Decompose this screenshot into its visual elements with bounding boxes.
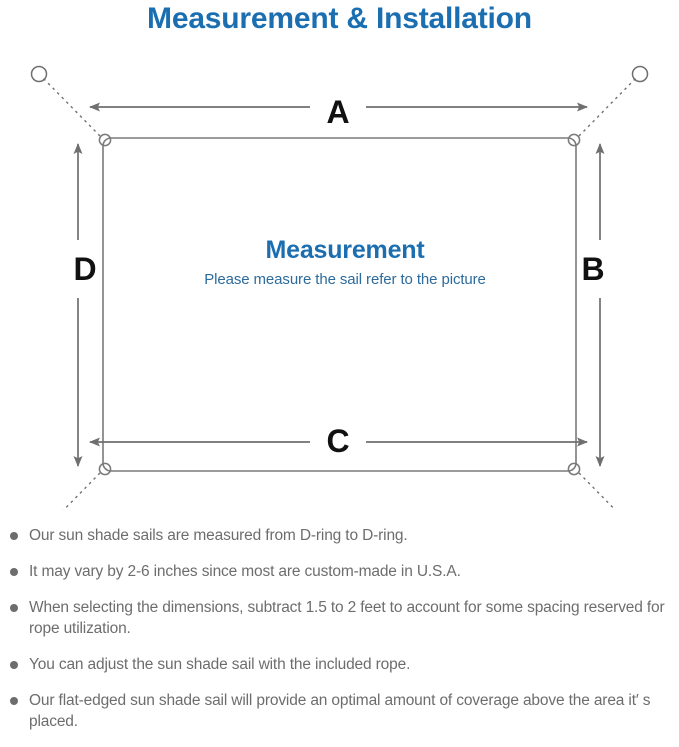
- rope-bottom-right: [578, 472, 617, 510]
- rope-lines: [41, 76, 638, 510]
- notes-list: Our sun shade sails are measured from D-…: [0, 525, 679, 747]
- sail-rectangle: [102, 137, 577, 472]
- anchor-point-top-right: [631, 65, 649, 83]
- dimension-label-c: C: [326, 423, 350, 459]
- d-ring-bottom-left: [98, 462, 112, 476]
- measurement-caption: Measurement Please measure the sail refe…: [120, 235, 570, 289]
- list-item-text: Our flat-edged sun shade sail will provi…: [29, 692, 651, 730]
- list-item-text: Our sun shade sails are measured from D-…: [29, 527, 408, 544]
- diagram-canvas: [30, 65, 649, 510]
- list-item: You can adjust the sun shade sail with t…: [0, 654, 679, 675]
- bullet-icon: [10, 532, 18, 540]
- dimension-label-b: B: [581, 251, 605, 287]
- rope-bottom-left: [62, 472, 101, 510]
- bullet-icon: [10, 604, 18, 612]
- bullet-icon: [10, 568, 18, 576]
- list-item-text: When selecting the dimensions, subtract …: [29, 599, 665, 637]
- list-item: When selecting the dimensions, subtract …: [0, 597, 679, 639]
- measurement-diagram: A B C D Measurement Please measure the s…: [0, 50, 679, 510]
- dimension-label-d: D: [73, 251, 97, 287]
- list-item-text: You can adjust the sun shade sail with t…: [29, 656, 411, 673]
- rope-top-right: [578, 76, 638, 137]
- measurement-caption-title: Measurement: [265, 236, 425, 264]
- d-ring-bottom-right: [567, 462, 581, 476]
- bullet-icon: [10, 661, 18, 669]
- bullet-icon: [10, 697, 18, 705]
- d-ring-top-left: [98, 133, 112, 147]
- list-item: It may vary by 2-6 inches since most are…: [0, 561, 679, 582]
- anchor-point-top-left: [30, 65, 48, 83]
- anchor-points: [30, 65, 649, 83]
- list-item: Our sun shade sails are measured from D-…: [0, 525, 679, 546]
- rope-top-left: [41, 76, 101, 137]
- dimension-label-a: A: [326, 94, 350, 130]
- list-item-text: It may vary by 2-6 inches since most are…: [29, 563, 461, 580]
- d-ring-top-right: [567, 133, 581, 147]
- d-rings: [98, 133, 581, 476]
- measurement-caption-subtitle: Please measure the sail refer to the pic…: [204, 271, 486, 288]
- list-item: Our flat-edged sun shade sail will provi…: [0, 690, 679, 732]
- page-title: Measurement & Installation: [147, 2, 532, 35]
